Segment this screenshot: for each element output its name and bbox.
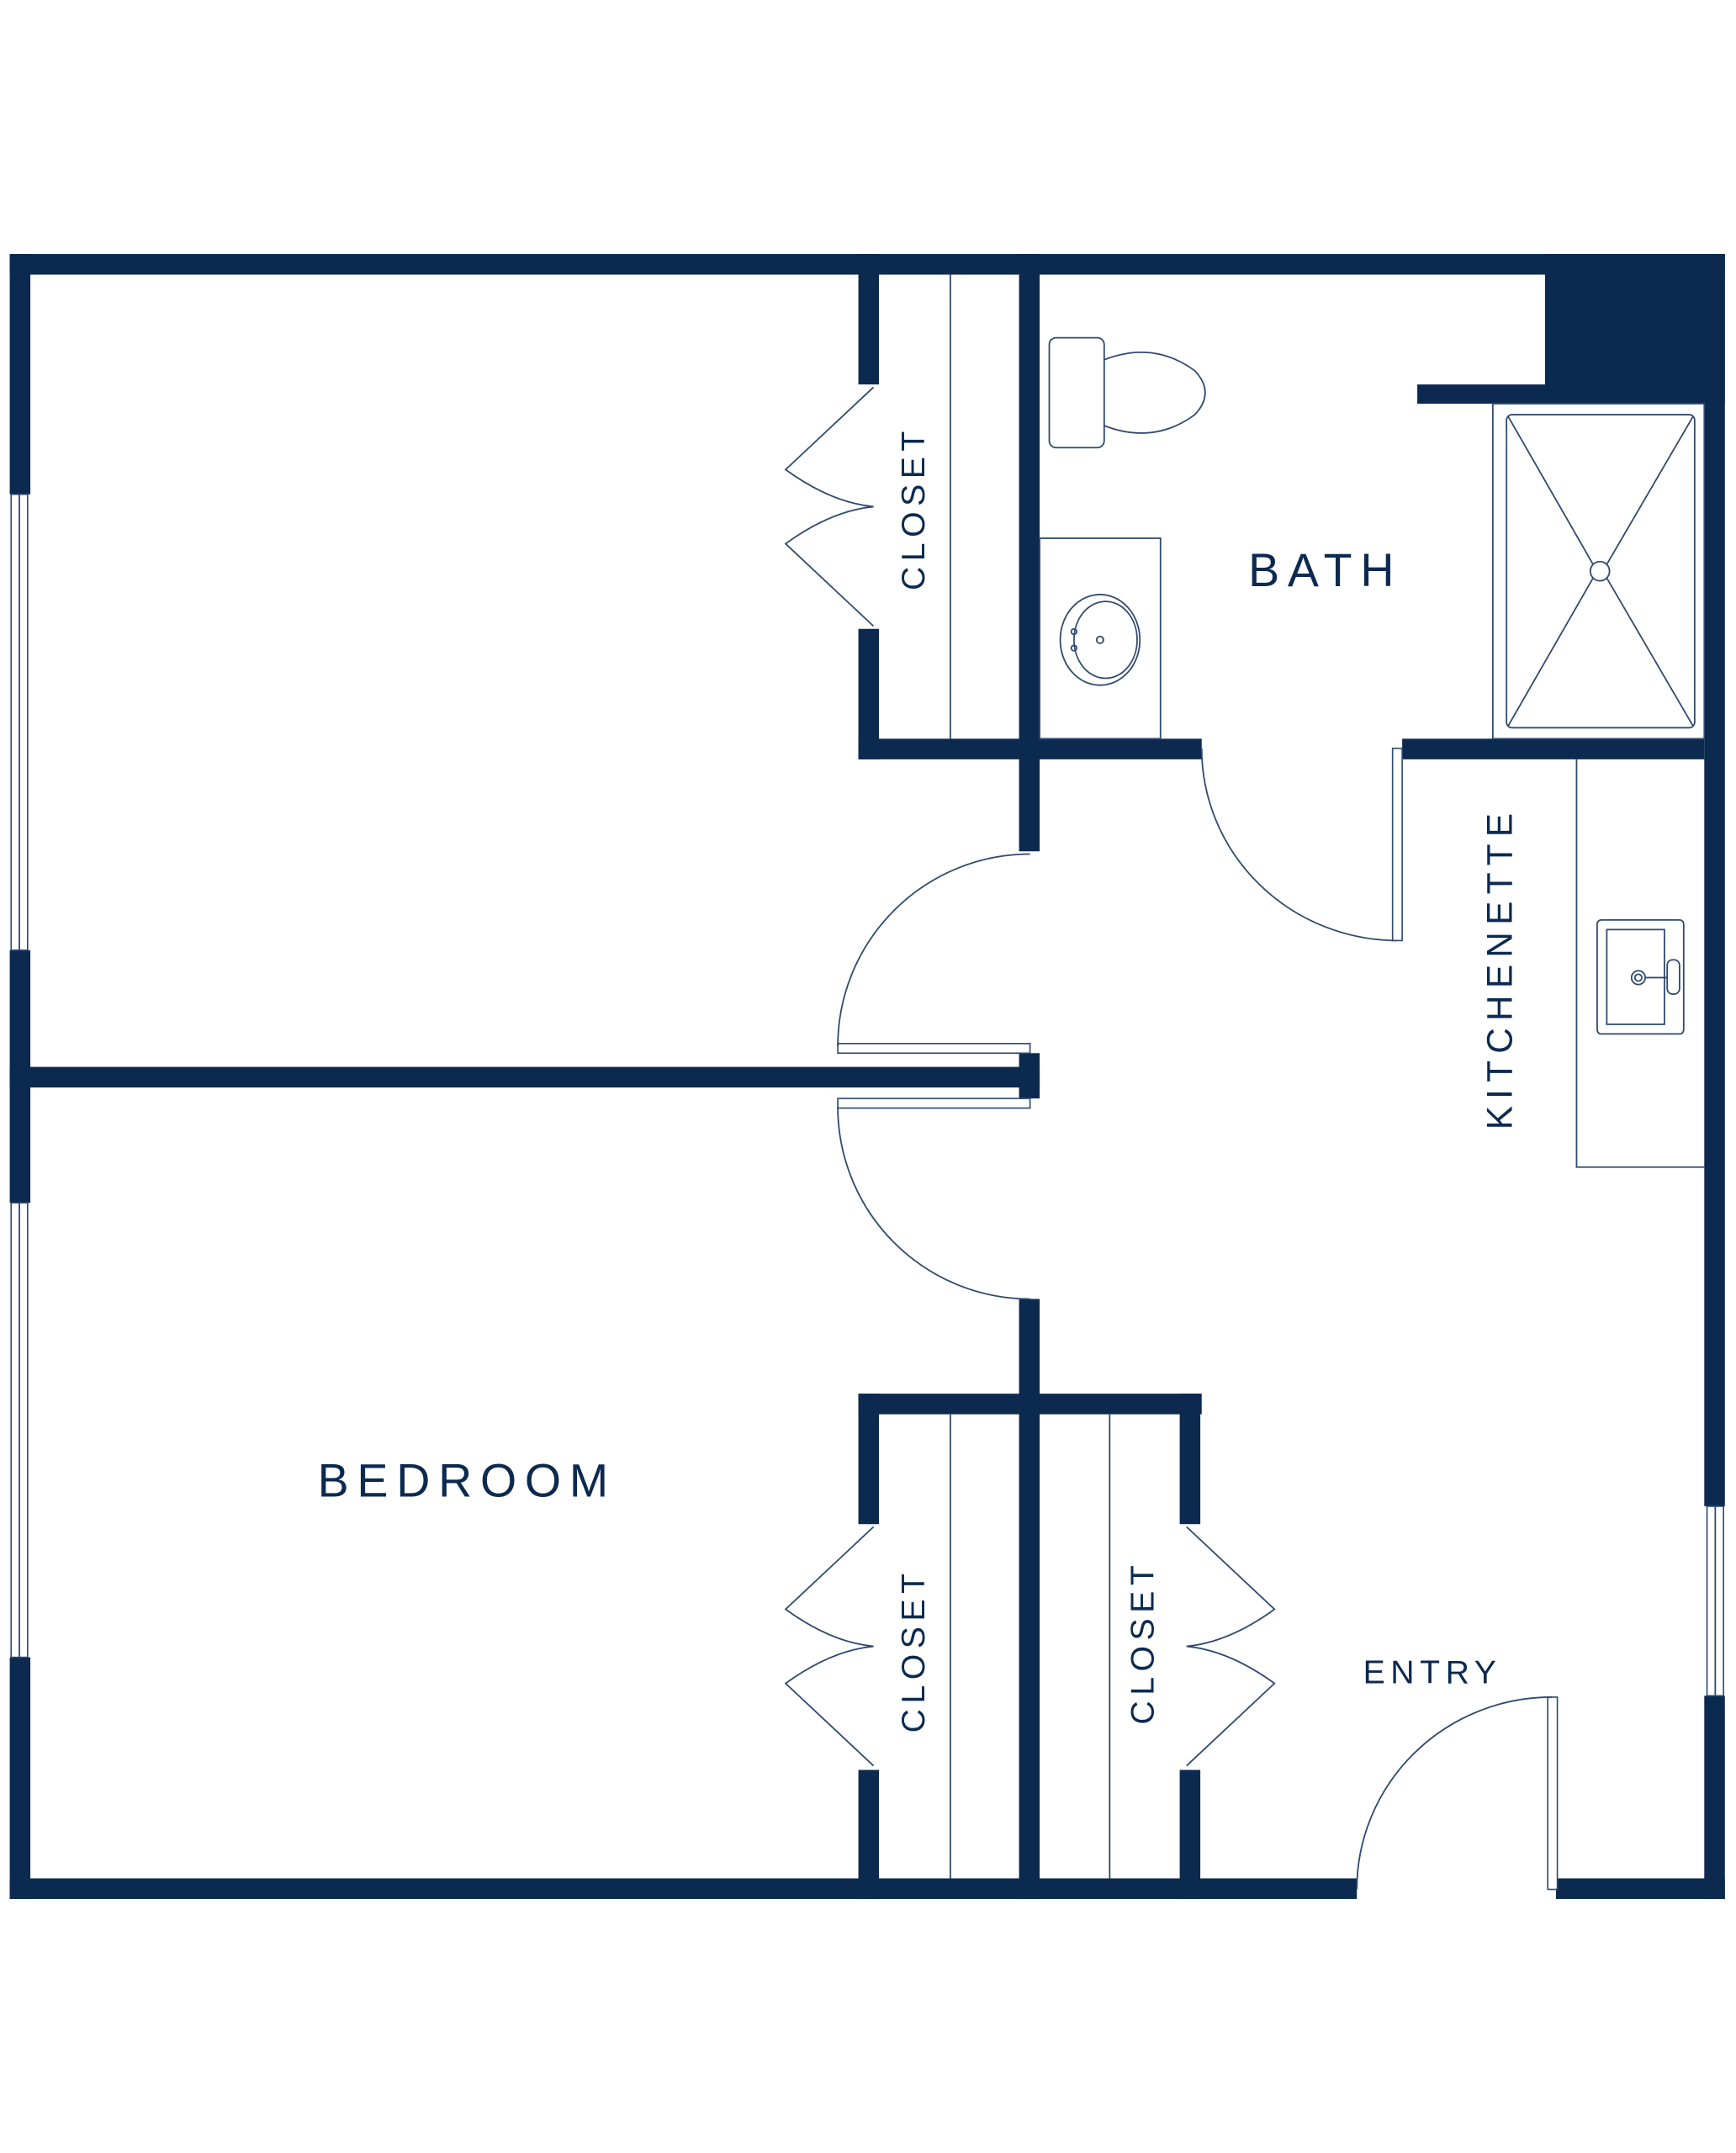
closet-top-label: CLOSET [896,426,932,590]
entry-label: ENTRY [1363,1655,1502,1691]
closet-bottom-left-label: CLOSET [896,1568,932,1732]
walls [9,254,1725,1899]
bath-fixtures [1039,336,1706,740]
closet-bottom-right-label: CLOSET [1125,1560,1162,1725]
bath-label: BATH [1248,544,1402,596]
room-labels: BEDROOM BATH ENTRY CLOSET CLOSET CLOSET … [318,426,1520,1732]
kitchenette-label: KITCHENETTE [1480,807,1520,1130]
doors [784,386,1559,1891]
kitchen-fixtures [1575,759,1705,1168]
bedroom-label: BEDROOM [318,1455,617,1507]
closet-shelves [950,274,1111,1879]
windows [10,493,1724,1697]
